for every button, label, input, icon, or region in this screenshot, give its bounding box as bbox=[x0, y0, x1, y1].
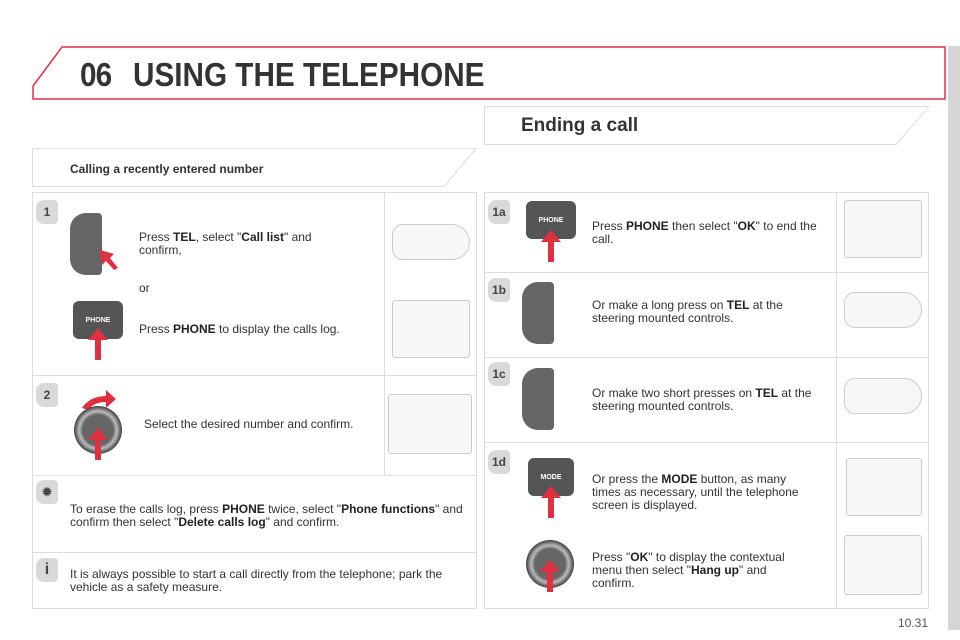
rotate-arrow-icon bbox=[82, 390, 116, 410]
info-text: It is always possible to start a call di… bbox=[70, 567, 443, 594]
ending-section-box bbox=[484, 106, 930, 145]
ending-call-heading: Ending a call bbox=[521, 115, 639, 136]
step1d-text: Or press the MODE button, as many times … bbox=[592, 472, 799, 512]
press-up-arrow-icon bbox=[541, 486, 561, 518]
step-badge-1c: 1c bbox=[488, 362, 510, 386]
press-up-arrow-icon bbox=[88, 328, 108, 360]
right-panel bbox=[484, 192, 929, 609]
side-strip bbox=[948, 46, 960, 630]
press-up-arrow-icon bbox=[88, 428, 108, 460]
or-text: or bbox=[139, 281, 150, 295]
radio-panel-image bbox=[844, 535, 922, 595]
chapter-number: 06 bbox=[80, 56, 112, 93]
steering-stalk-image bbox=[844, 378, 922, 414]
step1a-text: Press PHONE then select "OK" to end the … bbox=[592, 219, 817, 246]
steering-control-icon bbox=[522, 368, 554, 430]
step1-tel-text: Press TEL, select "Call list" and confir… bbox=[139, 230, 312, 257]
step-badge-2: 2 bbox=[36, 383, 58, 407]
radio-panel-image bbox=[388, 394, 472, 454]
step1c-text: Or make two short presses on TEL at the … bbox=[592, 386, 812, 413]
steering-control-icon bbox=[70, 213, 102, 275]
step1-phone-text: Press PHONE to display the calls log. bbox=[139, 322, 340, 336]
steering-stalk-image bbox=[392, 224, 470, 260]
steering-control-icon bbox=[522, 282, 554, 344]
tip-icon: ✹ bbox=[36, 480, 58, 504]
steering-stalk-image bbox=[844, 292, 922, 328]
step-badge-1d: 1d bbox=[488, 450, 510, 474]
radio-panel-image bbox=[846, 458, 922, 516]
calling-section-box bbox=[32, 148, 478, 187]
info-icon: i bbox=[36, 558, 58, 582]
radio-panel-image bbox=[844, 200, 922, 258]
step2-text: Select the desired number and confirm. bbox=[144, 417, 354, 431]
step1e-text: Press "OK" to display the contextual men… bbox=[592, 550, 785, 590]
press-arrow-icon bbox=[100, 250, 118, 270]
step-badge-1a: 1a bbox=[488, 200, 510, 224]
page-title: USING THE TELEPHONE bbox=[133, 56, 485, 93]
radio-panel-image bbox=[392, 300, 470, 358]
step-badge-1b: 1b bbox=[488, 278, 510, 302]
chapter-header bbox=[32, 46, 946, 100]
left-panel bbox=[32, 192, 477, 609]
step1b-text: Or make a long press on TEL at the steer… bbox=[592, 298, 783, 325]
page-number: 10.31 bbox=[898, 616, 929, 630]
press-up-arrow-icon bbox=[541, 230, 561, 262]
calling-recent-heading: Calling a recently entered number bbox=[70, 162, 264, 176]
step-badge-1: 1 bbox=[36, 200, 58, 224]
tip-text: To erase the calls log, press PHONE twic… bbox=[70, 502, 463, 529]
press-up-arrow-icon bbox=[540, 560, 560, 592]
